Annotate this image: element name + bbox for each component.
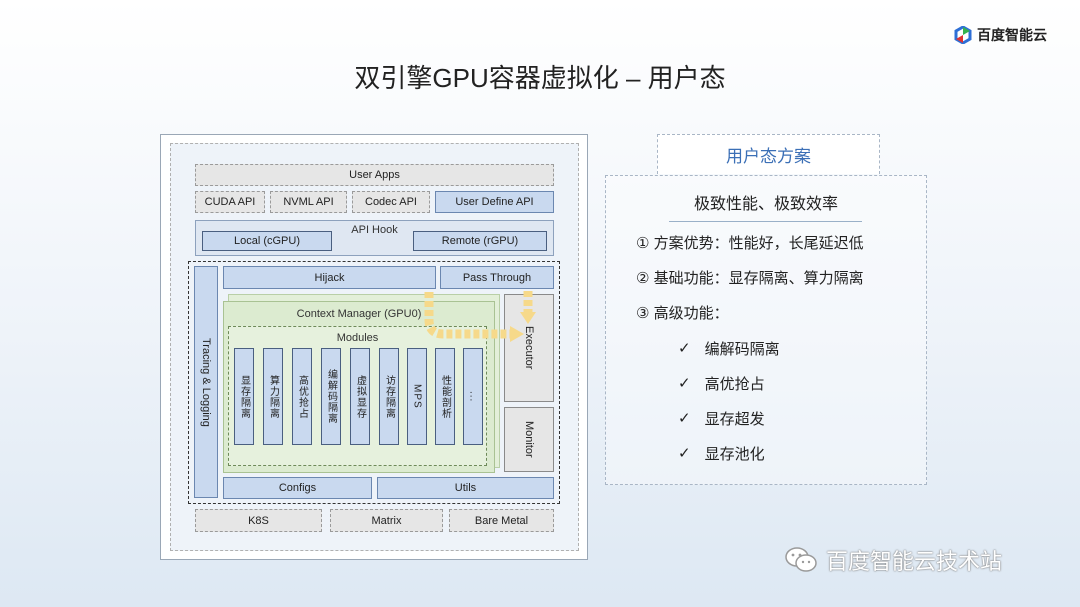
user-apps-box: User Apps <box>195 164 554 186</box>
brand-logo: 百度智能云 <box>954 24 1054 46</box>
solution-panel <box>605 175 927 485</box>
watermark-text: 百度智能云技术站 <box>826 549 1003 574</box>
module-memory-isolation: 显存隔离 <box>234 348 254 445</box>
module-compute-isolation: 算力隔离 <box>263 348 283 445</box>
platform-matrix: Matrix <box>330 509 443 532</box>
brand-name: 百度智能云 <box>977 27 1047 43</box>
check-icon: ✓ <box>678 410 691 427</box>
feature-item: ✓ 高优抢占 <box>678 372 898 394</box>
feature-label: 编解码隔离 <box>704 340 780 358</box>
tracing-logging-box: Tracing & Logging <box>194 266 218 498</box>
panel-headline: 极致性能、极致效率 <box>693 196 838 213</box>
user-define-api-box: User Define API <box>435 191 554 213</box>
watermark: 百度智能云技术站 <box>784 543 1054 577</box>
module-profiling: 性能剖析 <box>435 348 455 445</box>
check-icon: ✓ <box>678 340 691 357</box>
core-region <box>188 261 560 504</box>
wechat-icon <box>785 547 817 572</box>
cuda-api-box: CUDA API <box>195 191 265 213</box>
point-advanced-features: ③ 高级功能： <box>636 305 729 322</box>
monitor-box: Monitor <box>504 407 554 472</box>
feature-label: 显存超发 <box>704 410 765 428</box>
platform-bare-metal: Bare Metal <box>449 509 554 532</box>
hijack-arrowhead <box>510 326 524 342</box>
pass-through-box: Pass Through <box>440 266 554 289</box>
module-memory-access-isolation: 访存隔离 <box>379 348 399 445</box>
remote-rgpu-box: Remote (rGPU) <box>413 231 547 251</box>
monitor-label: Monitor <box>523 421 535 458</box>
check-icon: ✓ <box>678 445 691 462</box>
module-codec-isolation: 编解码隔离 <box>321 348 341 445</box>
feature-item: ✓ 编解码隔离 <box>678 337 898 359</box>
tracing-logging-label: Tracing & Logging <box>200 337 212 427</box>
feature-label: 显存池化 <box>704 445 765 463</box>
pass-through-arrowhead <box>520 312 536 324</box>
feature-item: ✓ 显存超发 <box>678 407 898 429</box>
codec-api-box: Codec API <box>352 191 430 213</box>
local-cgpu-box: Local (cGPU) <box>202 231 332 251</box>
baidu-cloud-logo-icon <box>954 26 972 44</box>
configs-box: Configs <box>223 477 372 499</box>
feature-item: ✓ 显存池化 <box>678 442 898 464</box>
check-icon: ✓ <box>678 375 691 392</box>
hijack-to-executor-arrow <box>424 292 510 339</box>
module-more: ... <box>463 348 483 445</box>
utils-box: Utils <box>377 477 554 499</box>
module-mps: MPS <box>407 348 427 445</box>
modules-label: Modules <box>336 332 379 344</box>
hijack-box: Hijack <box>223 266 436 289</box>
platform-k8s: K8S <box>195 509 322 532</box>
module-priority-preemption: 高优抢占 <box>292 348 312 445</box>
nvml-api-box: NVML API <box>270 191 347 213</box>
point-advantage: ① 方案优势：性能好，长尾延迟低 <box>636 235 864 252</box>
headline-divider <box>669 221 862 222</box>
point-basic-features: ② 基础功能：显存隔离、算力隔离 <box>636 270 864 287</box>
executor-label: Executor <box>523 326 535 370</box>
solution-tab: 用户态方案 <box>657 134 880 174</box>
module-virtual-memory: 虚拟显存 <box>350 348 370 445</box>
api-hook-label: API Hook <box>351 224 398 236</box>
context-manager-label: Context Manager (GPU0) <box>296 308 422 320</box>
page-title: 双引擎GPU容器虚拟化 – 用户态 <box>354 62 726 93</box>
feature-label: 高优抢占 <box>704 375 765 393</box>
